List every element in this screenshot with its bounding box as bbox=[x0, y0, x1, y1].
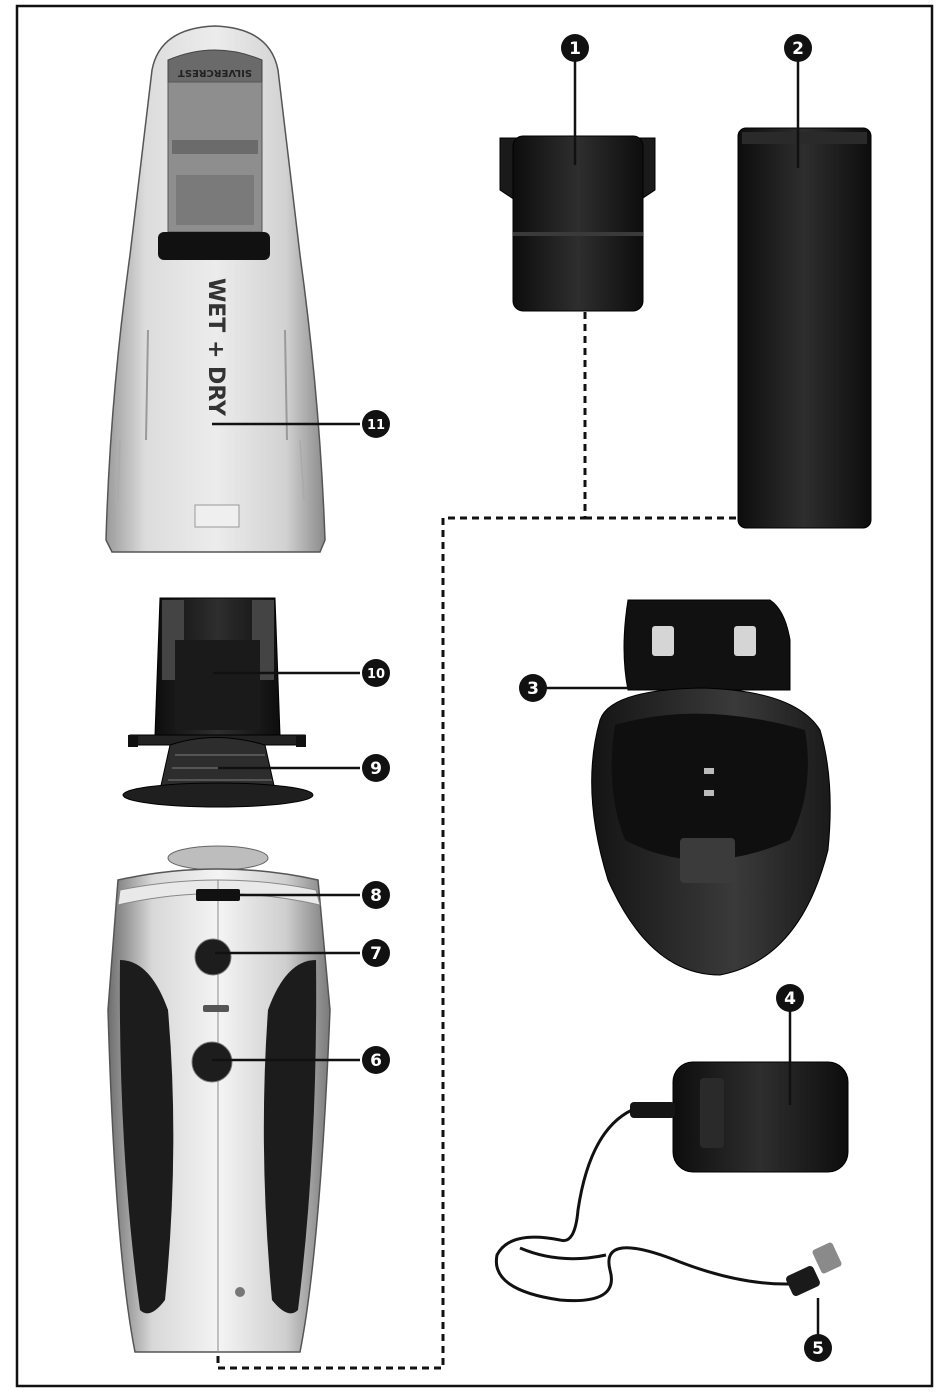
callout-4: 4 bbox=[776, 984, 804, 1012]
svg-text:11: 11 bbox=[367, 418, 385, 433]
on-off-switch bbox=[195, 939, 231, 975]
crevice-nozzle bbox=[500, 136, 655, 311]
filter-assembly bbox=[123, 598, 313, 807]
callout-5: 5 bbox=[804, 1334, 832, 1362]
callout-6: 6 bbox=[362, 1046, 390, 1074]
svg-text:2: 2 bbox=[792, 39, 804, 59]
svg-text:6: 6 bbox=[370, 1051, 382, 1071]
power-adapter bbox=[496, 1062, 848, 1301]
callout-2: 2 bbox=[784, 34, 812, 62]
callout-3: 3 bbox=[519, 674, 547, 702]
svg-text:3: 3 bbox=[527, 679, 539, 699]
handle-button bbox=[192, 1042, 232, 1082]
vacuum-main-body bbox=[108, 846, 330, 1352]
callout-1: 1 bbox=[561, 34, 589, 62]
dust-bin: SILVERCREST WET + DRY bbox=[106, 26, 325, 552]
svg-text:8: 8 bbox=[370, 886, 382, 906]
svg-text:1: 1 bbox=[569, 39, 581, 59]
svg-text:5: 5 bbox=[812, 1339, 824, 1359]
callout-10: 10 bbox=[362, 659, 390, 687]
battery-pack bbox=[738, 128, 871, 528]
dc-plug bbox=[812, 1242, 843, 1275]
svg-text:9: 9 bbox=[370, 759, 382, 779]
callout-9: 9 bbox=[362, 754, 390, 782]
brand-text: SILVERCREST bbox=[178, 67, 252, 78]
bin-text: WET + DRY bbox=[203, 278, 228, 417]
charging-base bbox=[592, 600, 831, 975]
callout-7: 7 bbox=[362, 939, 390, 967]
callout-11: 11 bbox=[362, 410, 390, 438]
callout-8: 8 bbox=[362, 881, 390, 909]
svg-text:7: 7 bbox=[370, 944, 382, 964]
svg-text:10: 10 bbox=[367, 667, 385, 682]
svg-text:4: 4 bbox=[784, 989, 796, 1009]
